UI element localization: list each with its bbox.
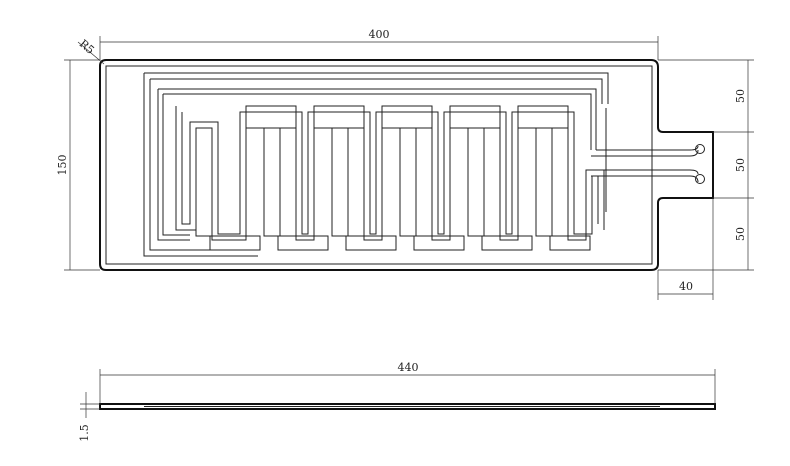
side-profile	[99, 403, 716, 410]
top-dimensions: 400 R5 150 50 50 50 40	[56, 28, 754, 300]
dim-segment-middle: 50	[734, 158, 747, 172]
plate-inner-border	[105, 65, 653, 265]
dim-segment-top: 50	[734, 89, 747, 103]
serpentine-fingers	[195, 105, 591, 251]
dim-length-440: 440	[398, 361, 419, 374]
dim-segment-bottom: 50	[734, 227, 747, 241]
dim-thickness-1-5: 1.5	[78, 424, 91, 442]
second-channel	[157, 88, 597, 241]
outer-channel	[143, 72, 609, 257]
dim-width-400: 400	[369, 28, 390, 41]
dim-radius-r5: R5	[77, 37, 97, 57]
top-view: 400 R5 150 50 50 50 40	[56, 28, 754, 300]
terminal-hole-bottom	[695, 174, 705, 184]
serpentine-trace-inner	[181, 111, 599, 235]
terminal-hole-top	[695, 144, 705, 154]
dim-height-150: 150	[56, 155, 69, 176]
dim-tab-40: 40	[679, 280, 693, 293]
side-view: 440 1.5	[78, 361, 716, 442]
terminal-leads	[591, 108, 705, 212]
plate-outline	[99, 59, 714, 271]
second-channel-inner	[162, 93, 592, 236]
